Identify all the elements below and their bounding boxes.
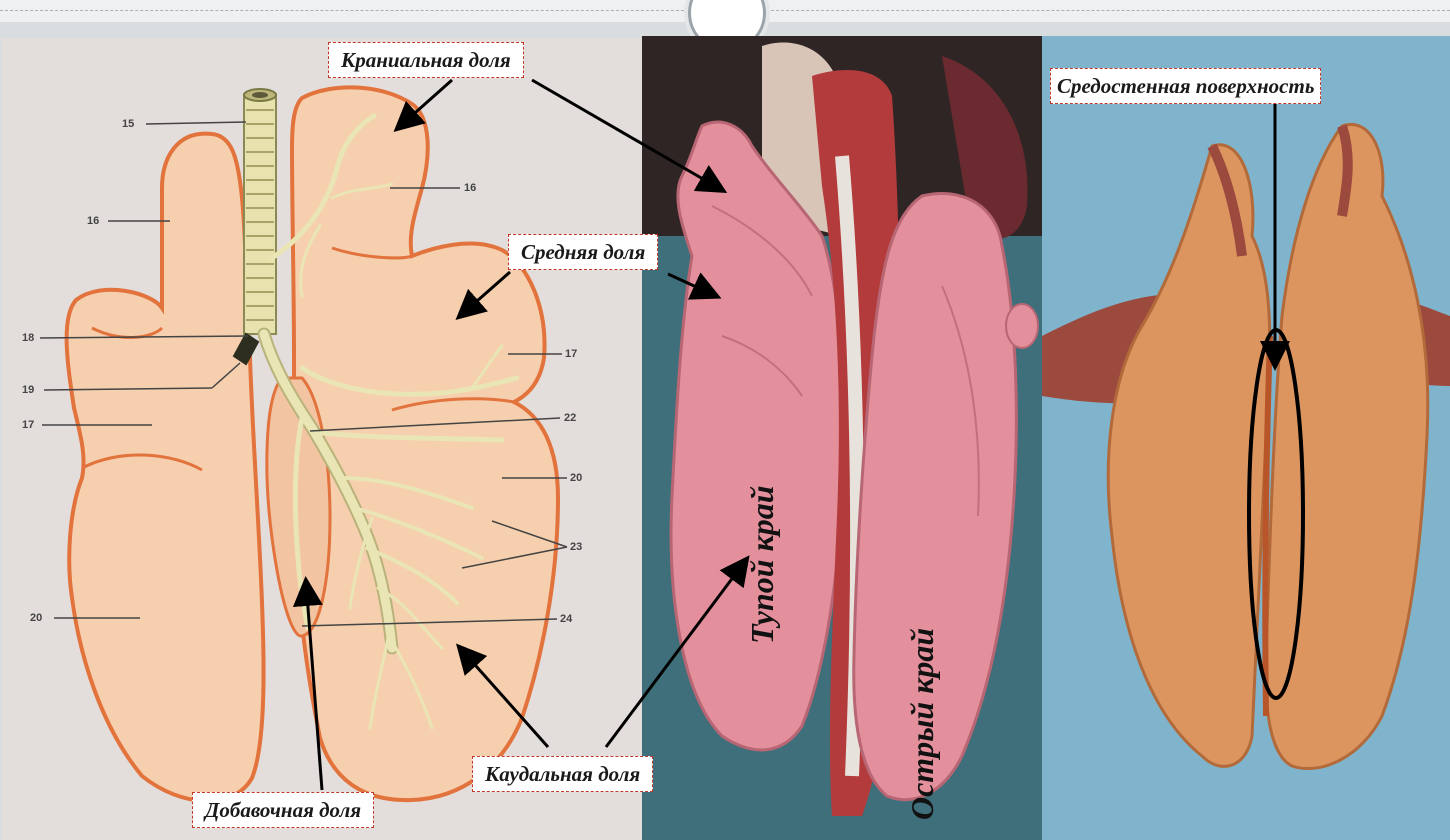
number-19: 19 bbox=[22, 384, 35, 396]
number-16-right: 16 bbox=[464, 182, 477, 194]
left-lobe-fissure-2 bbox=[81, 453, 203, 472]
right-lung-outline bbox=[289, 85, 561, 803]
number-23: 23 bbox=[570, 541, 583, 553]
left-bronchus-stump bbox=[232, 332, 260, 366]
trachea bbox=[243, 88, 277, 335]
number-17-right: 17 bbox=[565, 348, 578, 360]
right-lobe-fissure-1 bbox=[331, 246, 413, 260]
right-lung-photo bbox=[852, 191, 1018, 802]
number-16-left: 16 bbox=[87, 215, 100, 227]
left-lung-mediastinal bbox=[1106, 143, 1272, 768]
label-accessory-lobe: Добавочная доля bbox=[192, 792, 375, 828]
number-22: 22 bbox=[564, 412, 577, 424]
label-blunt-edge: Тупой край bbox=[744, 485, 780, 644]
left-lung-outline bbox=[64, 131, 266, 803]
label-sharp-edge: Острый край bbox=[904, 627, 940, 820]
number-20-right: 20 bbox=[570, 472, 583, 484]
number-18: 18 bbox=[22, 332, 35, 344]
right-lung-mediastinal bbox=[1264, 122, 1430, 771]
label-middle-lobe: Средняя доля bbox=[508, 234, 659, 270]
slide-top-bar bbox=[0, 0, 1450, 52]
label-caudal-lobe: Каудальная доля bbox=[472, 756, 654, 792]
number-15: 15 bbox=[122, 118, 135, 130]
label-mediastinal-surface: Средостенная поверхность bbox=[1050, 68, 1322, 104]
lung-photo-mediastinal bbox=[1042, 36, 1450, 840]
right-lobe-fissure-2 bbox=[391, 397, 515, 412]
number-24: 24 bbox=[560, 613, 573, 625]
number-20-left: 20 bbox=[30, 612, 43, 624]
number-17-left: 17 bbox=[22, 419, 35, 431]
lung-schematic-panel: 15 16 16 18 19 17 17 22 20 23 20 24 bbox=[2, 38, 642, 840]
number-leader-lines bbox=[39, 121, 568, 627]
lung-photo-mediastinal-panel bbox=[1042, 36, 1450, 840]
lung-photo-dorsal-panel bbox=[642, 36, 1042, 840]
lung-schematic-drawing bbox=[39, 85, 568, 803]
lung-photo-dorsal bbox=[642, 36, 1042, 840]
label-cranial-lobe: Краниальная доля bbox=[328, 42, 524, 78]
